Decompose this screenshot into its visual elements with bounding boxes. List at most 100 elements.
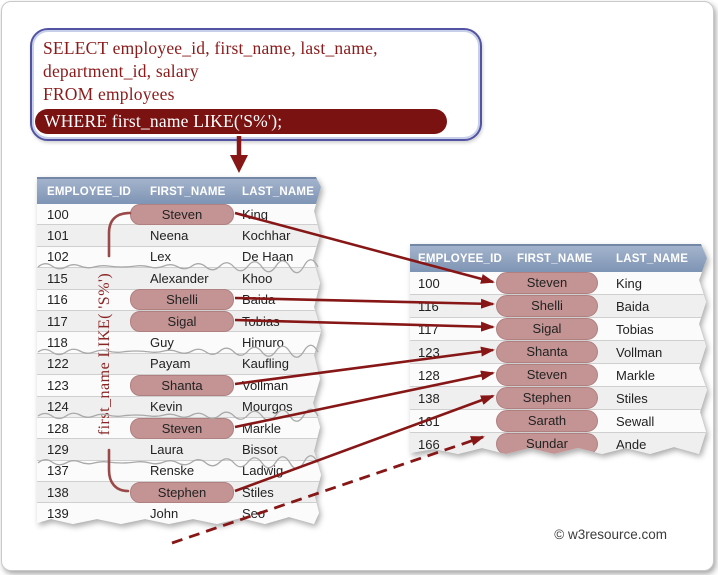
table-row: 166 Sundar Ande xyxy=(410,433,707,454)
column-header-first-name: FIRST_NAME xyxy=(517,253,593,265)
cell-employee-id: 124 xyxy=(47,399,69,415)
cell-first-name: Payam xyxy=(150,356,191,372)
column-header-last-name: LAST_NAME xyxy=(616,253,689,265)
cell-employee-id: 100 xyxy=(418,275,440,291)
cell-last-name: Baida xyxy=(242,292,276,308)
source-table: EMPLOYEE_ID FIRST_NAME LAST_NAME 100 Ste… xyxy=(37,177,321,524)
result-table-paper: EMPLOYEE_ID FIRST_NAME LAST_NAME 100 Ste… xyxy=(410,244,708,456)
cell-last-name: Kaufling xyxy=(242,356,289,372)
cell-employee-id: 116 xyxy=(47,292,68,308)
cell-last-name: King xyxy=(616,275,643,291)
cell-first-name: Steven xyxy=(130,417,234,439)
cell-last-name: Seo xyxy=(242,506,266,522)
query-line-select: SELECT employee_id, first_name, last_nam… xyxy=(43,38,378,58)
cell-first-name: Sigal xyxy=(496,318,598,340)
cell-first-name: Neena xyxy=(150,228,189,244)
vertical-filter-label: first_name LIKE( 'S%') xyxy=(96,272,113,436)
cell-employee-id: 129 xyxy=(47,441,69,457)
cell-first-name: Sundar xyxy=(496,433,598,454)
cell-last-name: Vollman xyxy=(616,344,663,360)
cell-first-name: Laura xyxy=(150,441,184,457)
table-row: 138 Stephen Stiles xyxy=(410,387,707,410)
cell-first-name: Sarath xyxy=(496,410,598,432)
table-row: 118 Guy Himuro xyxy=(37,332,321,354)
cell-employee-id: 161 xyxy=(418,413,440,429)
result-table: EMPLOYEE_ID FIRST_NAME LAST_NAME 100 Ste… xyxy=(410,244,707,454)
cell-employee-id: 123 xyxy=(418,344,440,360)
cell-first-name: Shanta xyxy=(130,374,234,396)
cell-first-name: Renske xyxy=(150,463,195,479)
cell-last-name: Stiles xyxy=(242,484,274,500)
column-header-employee-id: EMPLOYEE_ID xyxy=(418,253,502,265)
cell-employee-id: 122 xyxy=(47,356,69,372)
cell-employee-id: 117 xyxy=(418,321,439,337)
cell-last-name: Ladwig xyxy=(242,463,284,479)
cell-last-name: Mourgos xyxy=(242,399,293,415)
cell-first-name: Guy xyxy=(150,335,174,351)
source-table-body: 100 Steven King 101 Neena Kochhar 102 xyxy=(37,203,321,524)
table-row: 115 Alexander Khoo xyxy=(37,268,321,290)
table-row: 139 John Seo xyxy=(37,503,321,524)
cell-last-name: Markle xyxy=(616,367,656,383)
cell-employee-id: 138 xyxy=(418,390,440,406)
sql-query-box: SELECT employee_id, first_name, last_nam… xyxy=(30,28,482,141)
table-row: 101 Neena Kochhar xyxy=(37,225,321,247)
result-table-header: EMPLOYEE_ID FIRST_NAME LAST_NAME xyxy=(410,244,707,272)
cell-employee-id: 166 xyxy=(418,436,440,452)
cell-first-name: Kevin xyxy=(150,399,183,415)
cell-first-name: John xyxy=(150,506,179,522)
cell-last-name: De Haan xyxy=(242,249,294,265)
cell-first-name: Lex xyxy=(150,249,171,265)
column-header-last-name: LAST_NAME xyxy=(242,185,315,198)
cell-last-name: Markle xyxy=(242,420,282,436)
source-table-header: EMPLOYEE_ID FIRST_NAME LAST_NAME xyxy=(37,177,321,204)
table-row: 116 Shelli Baida xyxy=(410,295,707,318)
cell-last-name: Vollman xyxy=(242,377,289,393)
column-header-employee-id: EMPLOYEE_ID xyxy=(47,185,131,198)
cell-last-name: Ande xyxy=(616,436,647,452)
table-row: 161 Sarath Sewall xyxy=(410,410,707,433)
cell-first-name: Alexander xyxy=(150,270,209,286)
cell-first-name: Stephen xyxy=(130,481,234,503)
cell-employee-id: 139 xyxy=(47,506,69,522)
cell-last-name: Tobias xyxy=(242,313,280,329)
cell-first-name: Steven xyxy=(496,272,598,294)
cell-employee-id: 116 xyxy=(418,298,439,314)
table-row: 138 Stephen Stiles xyxy=(37,481,321,504)
table-row: 102 Lex De Haan xyxy=(37,246,321,269)
cell-first-name: Sigal xyxy=(130,310,234,332)
table-row: 117 Sigal Tobias xyxy=(410,318,707,341)
copyright-text: © w3resource.com xyxy=(554,527,667,542)
cell-first-name: Shelli xyxy=(130,289,234,311)
cell-last-name: Sewall xyxy=(616,413,655,429)
cell-employee-id: 128 xyxy=(47,420,69,436)
result-table-body: 100 Steven King 116 Shelli Baida 117 xyxy=(410,272,707,454)
cell-first-name: Shelli xyxy=(496,295,598,317)
cell-last-name: Himuro xyxy=(242,335,284,351)
cell-last-name: Bissot xyxy=(242,441,278,457)
where-clause-highlight: WHERE first_name LIKE('S%'); xyxy=(35,109,447,134)
table-row: 123 Shanta Vollman xyxy=(37,374,321,397)
flow-down-arrow xyxy=(230,136,248,173)
table-row: 124 Kevin Mourgos xyxy=(37,396,321,418)
cell-employee-id: 115 xyxy=(47,270,68,286)
cell-last-name: Kochhar xyxy=(242,228,291,244)
cell-employee-id: 137 xyxy=(47,463,69,479)
query-line-columns: department_id, salary xyxy=(43,61,199,81)
cell-employee-id: 100 xyxy=(47,206,69,222)
cell-last-name: Stiles xyxy=(616,390,648,406)
cell-employee-id: 117 xyxy=(47,313,68,329)
cell-first-name: Shanta xyxy=(496,341,598,363)
table-row: 128 Steven Markle xyxy=(37,417,321,440)
source-table-paper: EMPLOYEE_ID FIRST_NAME LAST_NAME 100 Ste… xyxy=(37,177,321,525)
table-row: 116 Shelli Baida xyxy=(37,289,321,311)
cell-last-name: Baida xyxy=(616,298,650,314)
table-row: 137 Renske Ladwig xyxy=(37,460,321,483)
table-row: 117 Sigal Tobias xyxy=(37,310,321,333)
cell-employee-id: 123 xyxy=(47,377,69,393)
cell-first-name: Steven xyxy=(130,203,234,225)
cell-first-name: Steven xyxy=(496,364,598,386)
query-line-from: FROM employees xyxy=(43,84,175,104)
